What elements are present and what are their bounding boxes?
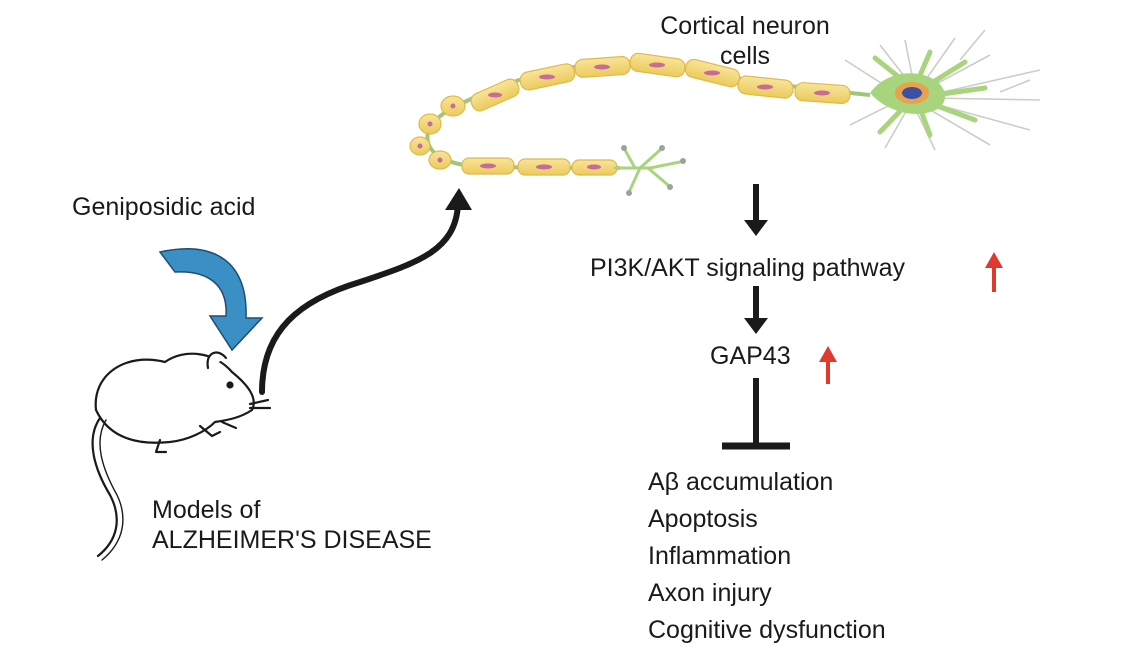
nucleus <box>902 87 922 99</box>
mouse-to-neuron-arrowhead <box>445 188 472 210</box>
model-label-line1: Models of <box>152 496 261 524</box>
pathway-up-arrow <box>985 252 1003 292</box>
terminal-buttons <box>621 145 686 196</box>
gap-up-arrow <box>819 346 837 384</box>
myelin-nuclei <box>417 62 830 170</box>
mouse-illustration <box>91 351 272 561</box>
pathway-to-gap-arrowhead <box>744 318 768 334</box>
axon <box>425 59 871 170</box>
effect-item: Apoptosis <box>648 505 758 533</box>
neuron-label-line1: Cortical neuron <box>660 12 830 40</box>
inhibited-effects-list: Aβ accumulation Apoptosis Inflammation A… <box>648 464 886 649</box>
effect-item: Axon injury <box>648 579 772 607</box>
effect-item: Inflammation <box>648 542 792 570</box>
effect-item: Cognitive dysfunction <box>648 616 886 644</box>
pathway-label: PI3K/AKT signaling pathway <box>590 254 906 282</box>
neuron-to-pathway-arrowhead <box>744 220 768 236</box>
neuron-label-line2: cells <box>719 41 770 70</box>
axon-terminal <box>613 148 682 192</box>
drug-label: Geniposidic acid <box>72 193 256 221</box>
curved-arrow-icon <box>158 248 264 352</box>
neuron-illustration <box>409 29 1041 196</box>
neuron-label: Cortical neuron cells <box>620 12 870 71</box>
model-label: Models of ALZHEIMER'S DISEASE <box>152 496 432 555</box>
model-label-line2: ALZHEIMER'S DISEASE <box>152 525 432 554</box>
gap43-label: GAP43 <box>710 342 791 370</box>
effect-item: Aβ accumulation <box>648 468 834 496</box>
mouse-to-neuron-arrow <box>259 202 461 395</box>
